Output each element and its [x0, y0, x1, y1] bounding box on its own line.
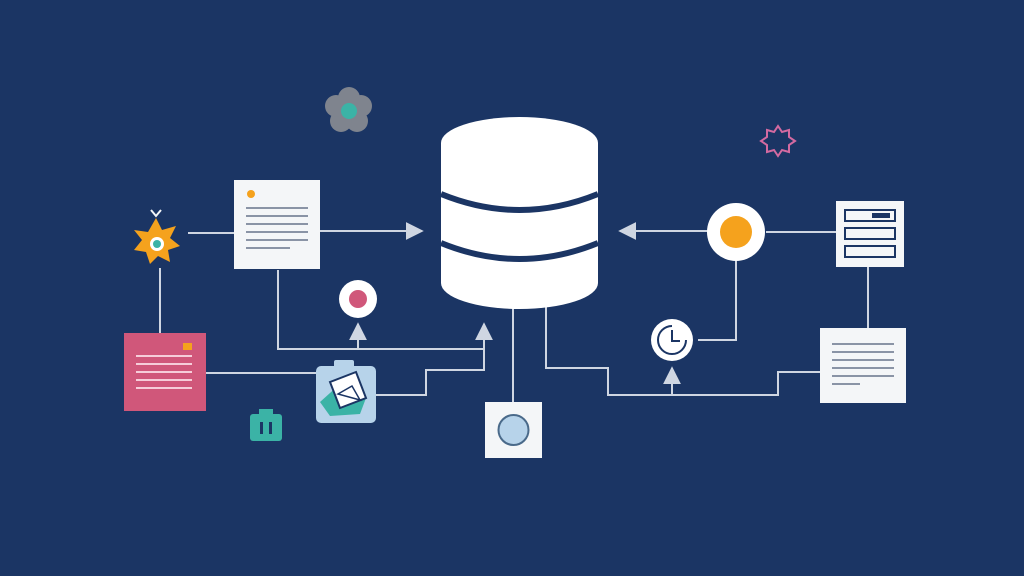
settings-panel-icon [836, 201, 904, 267]
cog-icon [759, 124, 797, 158]
image-icon [316, 360, 376, 423]
record-icon [339, 280, 377, 318]
clock-icon [651, 319, 693, 361]
database-icon [439, 117, 600, 309]
plug-icon [250, 409, 282, 441]
connectors [159, 222, 869, 402]
document-icon [234, 180, 320, 269]
connector-gallery-to-database [376, 349, 485, 396]
circle-node-icon [485, 402, 542, 458]
flower-icon [325, 87, 372, 132]
connector-clock-to-orange [698, 260, 737, 341]
leaf-icon [134, 209, 180, 264]
report-document-icon [820, 328, 906, 403]
connector-document-to-database-bottom [277, 270, 493, 350]
orange-dot-icon [707, 203, 765, 261]
connector-database-to-report [545, 307, 820, 396]
form-icon [124, 333, 206, 411]
